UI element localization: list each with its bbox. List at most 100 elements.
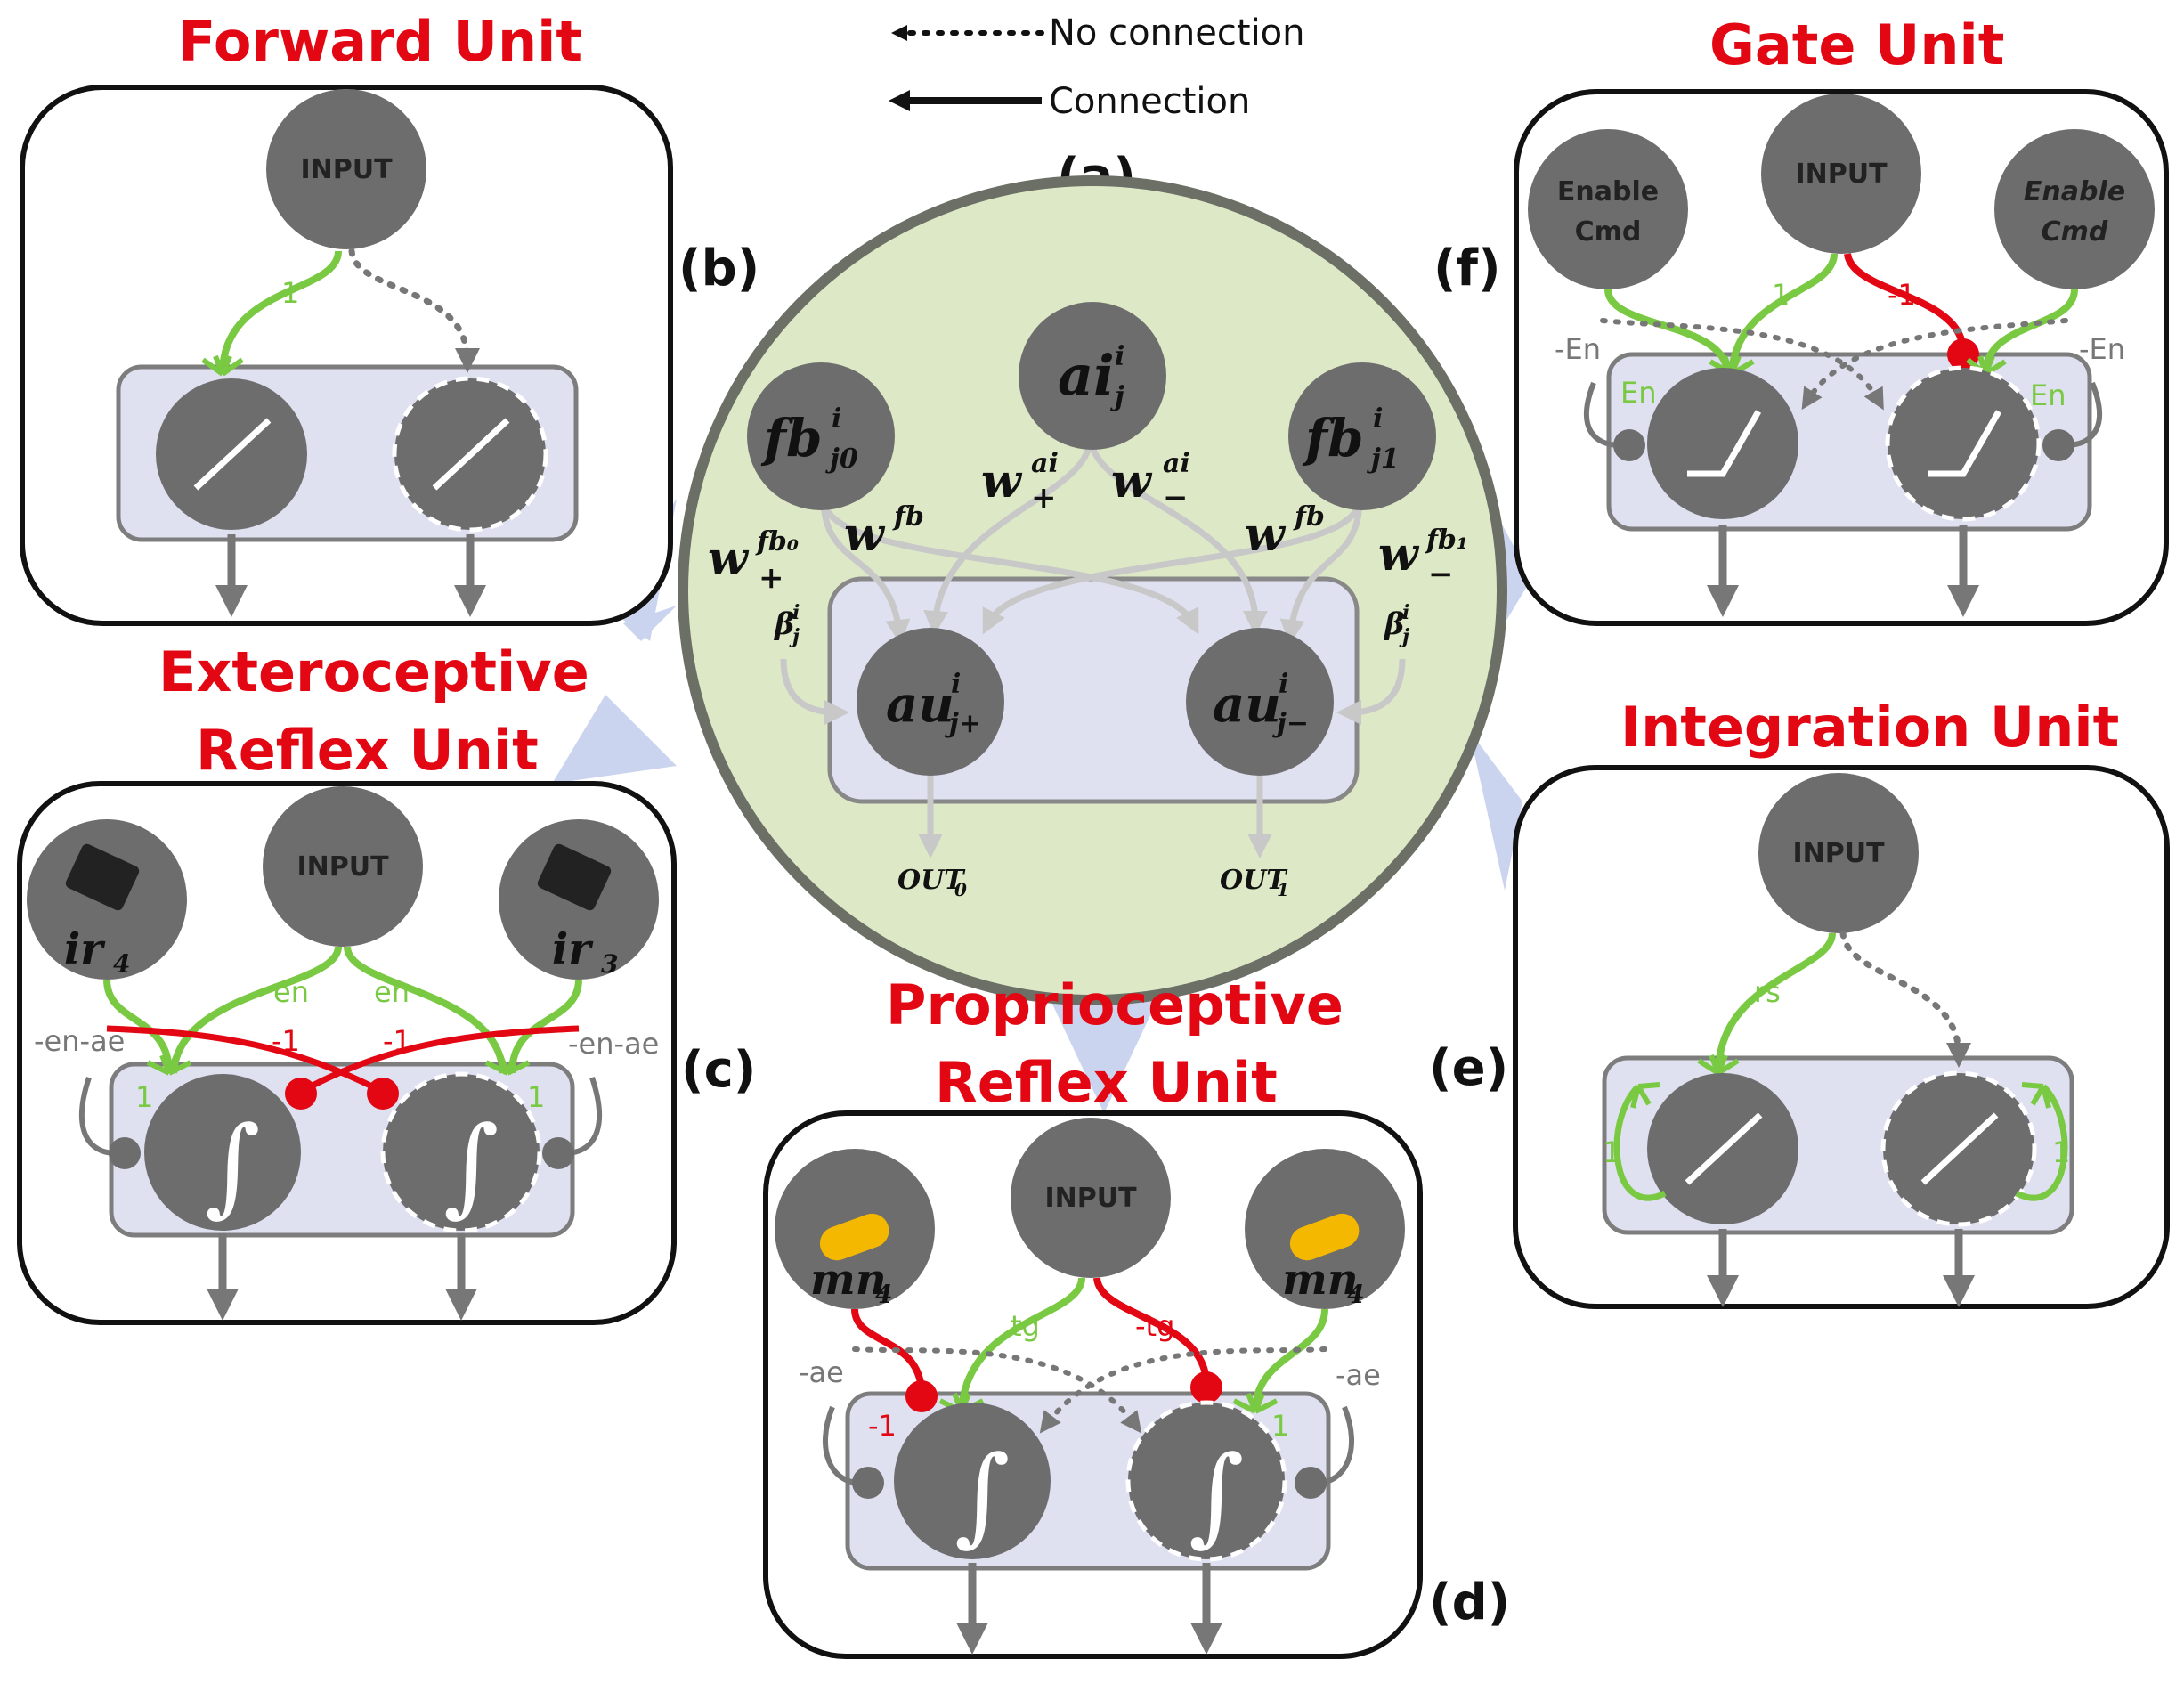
- panel-f-letter: (f): [1433, 240, 1501, 297]
- extero-self-left: -en-ae: [34, 1024, 125, 1058]
- integral-activation-icon: ∫: [443, 1104, 499, 1228]
- legend-no-connection-label: No connection: [1049, 12, 1305, 53]
- linear-activation-icon: [193, 418, 272, 491]
- gate-unit: Gate Unit (f) Enable Cmd INPUT Enable Cm…: [1433, 12, 2169, 626]
- fb1-node-sub: j1: [1367, 443, 1400, 475]
- panel-c-letter: (c): [681, 1041, 756, 1099]
- proprio-title-2: Reflex Unit: [935, 1050, 1278, 1115]
- ir-sensor-icon: [65, 843, 140, 911]
- extero-unit: Exteroceptive Reflex Unit (c) ir 4 INPUT…: [17, 639, 756, 1325]
- proprio-unit: Proprioceptive Reflex Unit (d) mn 4 INPU…: [763, 972, 1510, 1659]
- proprio-sensor-right-label: mn: [1282, 1255, 1359, 1305]
- forward-input-label: INPUT: [300, 154, 393, 185]
- ir-sensor-icon: [537, 843, 612, 911]
- relu-activation-icon: [1928, 410, 2002, 477]
- integral-activation-icon: ∫: [954, 1434, 1011, 1558]
- panel-e-letter: (e): [1429, 1039, 1508, 1097]
- w-minus-ai-sub: −: [1163, 480, 1189, 516]
- fb0-node-sup: i: [832, 403, 841, 435]
- extero-inh-right: -1: [383, 1024, 411, 1058]
- proprio-one: 1: [1271, 1409, 1289, 1443]
- extero-sensor-left-sub: 4: [113, 949, 130, 979]
- integration-title: Integration Unit: [1620, 695, 2119, 760]
- w-minus-fb1-label: w: [1378, 527, 1420, 582]
- proprio-sensor-left-sub: 4: [875, 1280, 892, 1309]
- integration-unit: Integration Unit (e) INPUT rs 1 1: [1429, 695, 2170, 1309]
- legend-connection-label: Connection: [1049, 81, 1250, 122]
- w-plus-fb0-sup: fb₀: [755, 526, 799, 557]
- gate-enable-left-node: [1528, 129, 1688, 289]
- w-fb-left-sup: fb: [892, 501, 924, 533]
- proprio-input-node: [1011, 1118, 1171, 1278]
- linear-activation-icon: [432, 418, 510, 491]
- w-plus-fb0-label: w: [708, 532, 750, 586]
- extero-en-right: en: [374, 975, 410, 1009]
- gate-input-label: INPUT: [1795, 159, 1888, 190]
- au-plus-node-sub: j+: [945, 708, 981, 739]
- proprio-input-label: INPUT: [1044, 1183, 1137, 1214]
- w-minus-fb1-sub: −: [1428, 557, 1454, 592]
- proprio-tg-neg: -tg: [1135, 1309, 1174, 1343]
- proprio-neuron-left: [894, 1403, 1051, 1559]
- gate-en-right: En: [2030, 378, 2066, 412]
- au-plus-node-label: au: [886, 675, 954, 734]
- extero-title-2: Reflex Unit: [196, 718, 539, 783]
- beta-right-label: β: [1383, 606, 1405, 642]
- proprio-neg-one: -1: [868, 1409, 897, 1443]
- gate-neuron-left: [1647, 368, 1798, 519]
- integral-activation-icon: ∫: [205, 1104, 261, 1228]
- gate-neg-en-left: -En: [1555, 332, 1601, 366]
- integration-rs-label: rs: [1754, 975, 1781, 1009]
- gate-en-left: En: [1620, 376, 1657, 410]
- integration-one-right: 1: [2052, 1135, 2070, 1169]
- extero-neuron-right: [380, 1071, 542, 1233]
- gate-enable-right-node: [1994, 129, 2155, 289]
- extero-neuron-left: [144, 1074, 301, 1231]
- out0-label: OUT: [897, 865, 966, 896]
- au-minus-node-sup: i: [1279, 669, 1288, 700]
- integration-one-left: 1: [1603, 1135, 1620, 1169]
- extero-self-right: -en-ae: [568, 1027, 659, 1061]
- center-unit: (a) ai i j fb i j0 fb i j1 au i: [678, 148, 1507, 1005]
- w-fb-right-label: w: [1245, 508, 1287, 562]
- motor-icon: [1289, 1213, 1360, 1261]
- w-plus-ai-sub: +: [1031, 480, 1057, 516]
- w-minus-fb1-sup: fb₁: [1425, 525, 1468, 556]
- extero-input-label: INPUT: [296, 851, 389, 883]
- legend: No connection Connection: [889, 12, 1305, 122]
- w-fb-left-label: w: [844, 508, 886, 562]
- fb1-node-sup: i: [1373, 403, 1383, 435]
- gate-enable-left-label-2: Cmd: [1575, 216, 1642, 248]
- out1-sub: 1: [1277, 879, 1289, 900]
- relu-activation-icon: [1687, 410, 1762, 477]
- motor-icon: [819, 1213, 889, 1261]
- gate-enable-left-label-1: Enable: [1557, 176, 1659, 207]
- linear-activation-icon: [1920, 1112, 1999, 1185]
- extero-en-left: en: [273, 975, 309, 1009]
- proprio-title-1: Proprioceptive: [886, 972, 1344, 1037]
- au-plus-node-sup: i: [951, 669, 961, 700]
- w-plus-ai-label: w: [981, 454, 1023, 508]
- gate-neuron-right: [1885, 365, 2042, 522]
- gate-weight-neg: -1: [1888, 278, 1916, 312]
- forward-unit: Forward Unit (b) INPUT 1: [20, 9, 759, 626]
- integration-input-label: INPUT: [1792, 838, 1885, 869]
- extero-sensor-left-label: ir: [64, 924, 106, 974]
- fb0-node-sub: j0: [825, 443, 858, 475]
- gate-input-node: [1761, 94, 1921, 254]
- extero-sensor-right-label: ir: [552, 924, 594, 974]
- proprio-sensor-left-label: mn: [810, 1255, 887, 1305]
- w-minus-ai-sup: ai: [1163, 448, 1190, 479]
- w-plus-ai-sup: ai: [1031, 448, 1059, 479]
- beta-right-sup: i: [1402, 601, 1409, 624]
- fb0-node-label: fb: [760, 408, 823, 468]
- w-plus-fb0-sub: +: [759, 560, 784, 596]
- beta-left-sup: i: [792, 601, 800, 624]
- fb1-node-label: fb: [1302, 408, 1364, 468]
- au-minus-node-label: au: [1213, 675, 1281, 734]
- out0-sub: 0: [954, 879, 967, 900]
- linear-activation-icon: [1685, 1112, 1763, 1185]
- ai-node: [1019, 302, 1166, 450]
- proprio-ae-left: -ae: [799, 1355, 844, 1389]
